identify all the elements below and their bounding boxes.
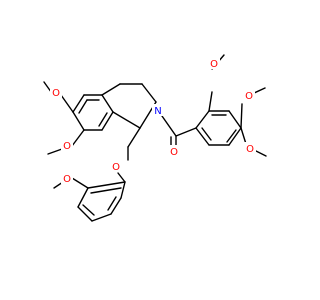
bond <box>98 112 108 127</box>
methoxy-oxygen-label: O <box>246 144 254 155</box>
bond <box>77 187 89 208</box>
bond <box>117 172 126 183</box>
atom-labels: O O O O O O O O N <box>50 57 256 185</box>
bond <box>82 204 95 216</box>
bond <box>201 127 212 141</box>
bond <box>195 110 210 129</box>
bond <box>87 181 126 189</box>
bond <box>60 94 74 113</box>
label-bg <box>61 172 73 184</box>
methoxy-oxygen-label: O <box>63 141 71 152</box>
methoxy-oxygen-label: O <box>210 59 218 70</box>
bond <box>127 127 141 148</box>
label-bg <box>244 142 256 154</box>
methoxy-oxygen-label: O <box>63 174 71 185</box>
ether-oxygen-label: O <box>112 162 120 173</box>
bond <box>112 111 141 129</box>
bond <box>228 110 242 129</box>
bond <box>107 196 117 211</box>
bond <box>240 127 247 145</box>
bond <box>77 206 93 222</box>
label-bg <box>168 145 180 157</box>
bond <box>78 99 88 114</box>
bond <box>175 127 197 137</box>
bond <box>226 129 237 143</box>
bond <box>72 94 85 113</box>
bond <box>208 91 213 112</box>
bond <box>90 187 122 194</box>
bond <box>228 127 242 146</box>
bond <box>101 83 121 96</box>
bond <box>195 127 210 146</box>
bond <box>101 94 114 113</box>
carbonyl-oxygen-label: O <box>170 147 178 158</box>
bond <box>91 213 112 222</box>
bond <box>110 197 122 215</box>
structure-svg: O O O O O O O O N <box>43 54 267 222</box>
bonds <box>43 54 267 222</box>
label-bg <box>50 86 62 98</box>
bond <box>47 148 63 155</box>
bond <box>71 177 89 189</box>
bond <box>101 111 114 131</box>
ring-nitrogen-label: N <box>154 106 161 117</box>
label-bg <box>110 160 122 172</box>
bond <box>161 115 177 137</box>
bond <box>71 129 85 147</box>
bond <box>120 181 126 199</box>
bond <box>141 83 157 103</box>
label-bg <box>152 104 164 116</box>
label-bg <box>243 89 255 101</box>
label-bg <box>61 139 73 151</box>
label-bg <box>208 57 220 69</box>
molecule-diagram: O O O O O O O O N <box>43 54 267 222</box>
methoxy-oxygen-label: O <box>52 88 60 99</box>
bond <box>72 111 85 131</box>
bond <box>240 103 243 129</box>
methoxy-oxygen-label: O <box>245 91 253 102</box>
